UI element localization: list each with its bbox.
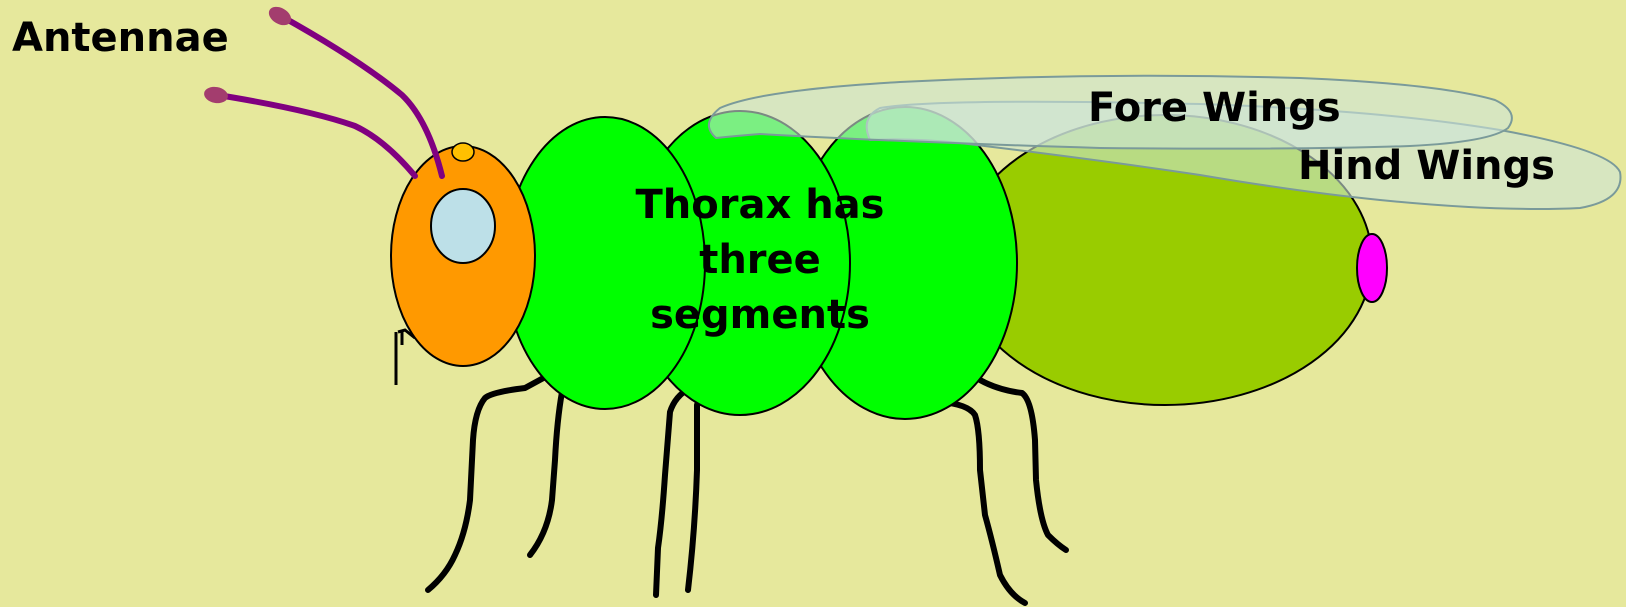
hind-wings-label: Hind Wings xyxy=(1298,146,1555,186)
leg-front-right xyxy=(530,392,562,555)
antenna-tip-long xyxy=(266,3,295,29)
leg-hind-right xyxy=(980,380,1066,550)
antennae-label: Antennae xyxy=(12,18,229,58)
leg-middle-left xyxy=(656,388,690,595)
fore-wings-label: Fore Wings xyxy=(1088,88,1341,128)
compound-eye xyxy=(431,189,495,263)
thorax-label: Thorax has three segments xyxy=(620,178,900,344)
mouthparts xyxy=(396,330,415,385)
thorax-label-line-3: segments xyxy=(620,288,900,343)
antenna-long xyxy=(281,16,442,176)
antennae xyxy=(203,3,442,176)
stinger xyxy=(1357,234,1387,302)
thorax-label-line-1: Thorax has xyxy=(620,178,900,233)
antenna-tip-short xyxy=(203,85,229,105)
thorax-label-line-2: three xyxy=(620,233,900,288)
antenna-short xyxy=(218,95,415,176)
ocellus xyxy=(452,143,474,161)
